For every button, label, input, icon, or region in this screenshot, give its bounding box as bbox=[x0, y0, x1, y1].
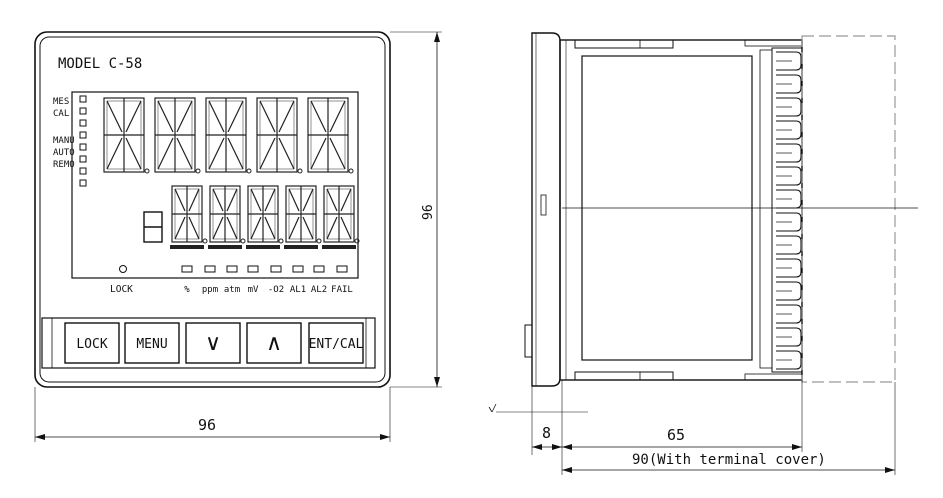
terminal-block bbox=[771, 47, 803, 373]
unit-label: ppm bbox=[202, 285, 218, 295]
panel-button[interactable]: ENT/CAL bbox=[308, 322, 364, 364]
lower-digit bbox=[285, 185, 322, 244]
side-view: 8 65 90(With terminal cover) bbox=[488, 32, 918, 475]
dim-front-label: 8 bbox=[542, 424, 551, 442]
status-led-icon bbox=[79, 131, 87, 139]
model-label: MODEL C-58 bbox=[58, 56, 142, 72]
status-led-icon bbox=[79, 179, 87, 187]
mounting-clips bbox=[574, 39, 803, 381]
side-knob bbox=[524, 324, 533, 358]
unit-label: AL2 bbox=[311, 285, 327, 295]
terminal-screw bbox=[776, 304, 802, 324]
lower-digit-bar bbox=[170, 245, 204, 249]
upper-digit bbox=[103, 97, 150, 174]
lower-digit-bar bbox=[322, 245, 356, 249]
dim-width-label: 96 bbox=[198, 416, 216, 434]
upper-digit bbox=[205, 97, 252, 174]
terminal-screw bbox=[776, 327, 802, 347]
unit-indicator-icon bbox=[204, 265, 216, 273]
panel-button[interactable]: LOCK bbox=[64, 322, 120, 364]
terminal-screw bbox=[776, 258, 802, 278]
terminal-screw bbox=[776, 189, 802, 209]
terminal-screw bbox=[776, 235, 802, 255]
panel-button-label: ∨ bbox=[205, 330, 221, 355]
button-strip bbox=[41, 317, 376, 369]
status-led-icon bbox=[79, 119, 87, 127]
lcd-window bbox=[71, 91, 359, 279]
lock-label: LOCK bbox=[110, 284, 133, 295]
unit-label: -O2 bbox=[268, 285, 284, 295]
upper-digit bbox=[256, 97, 303, 174]
lower-digit bbox=[171, 185, 208, 244]
terminal-screw bbox=[776, 51, 802, 71]
unit-indicator-icon bbox=[270, 265, 282, 273]
status-led-icon bbox=[79, 155, 87, 163]
unit-indicator-icon bbox=[292, 265, 304, 273]
terminal-screw bbox=[776, 212, 802, 232]
unit-indicator-icon bbox=[181, 265, 193, 273]
status-led-label: MANU bbox=[53, 136, 75, 146]
unit-indicator-icon bbox=[313, 265, 325, 273]
lower-digit-bar bbox=[246, 245, 280, 249]
unit-label: % bbox=[184, 285, 190, 295]
panel-button[interactable]: MENU bbox=[124, 322, 180, 364]
small-digit bbox=[143, 211, 163, 243]
lock-indicator-icon bbox=[119, 265, 127, 273]
side-case bbox=[559, 39, 803, 381]
lower-digit-bar bbox=[208, 245, 242, 249]
lower-digit bbox=[323, 185, 360, 244]
dim-total-label: 90(With terminal cover) bbox=[632, 452, 826, 468]
terminal-screw bbox=[776, 350, 802, 370]
status-led-label: REMO bbox=[53, 160, 75, 170]
status-led-icon bbox=[79, 95, 87, 103]
lcd-inner-cut bbox=[71, 192, 358, 279]
terminal-screw bbox=[776, 97, 802, 117]
panel-button-label: MENU bbox=[136, 337, 167, 352]
side-dimension-row: 8 65 90(With terminal cover) bbox=[531, 380, 896, 475]
terminal-screw bbox=[776, 74, 802, 94]
front-panel bbox=[39, 36, 386, 383]
unit-label: FAIL bbox=[331, 285, 353, 295]
front-bezel bbox=[34, 31, 391, 388]
terminal-screw bbox=[776, 143, 802, 163]
status-led-icon bbox=[79, 107, 87, 115]
panel-button[interactable]: ∨ bbox=[185, 322, 241, 364]
unit-indicator-icon bbox=[226, 265, 238, 273]
status-led-icon bbox=[79, 143, 87, 151]
unit-indicator-icon bbox=[336, 265, 348, 273]
status-led-label: MES bbox=[53, 97, 69, 107]
lower-digit bbox=[209, 185, 246, 244]
status-led-icon bbox=[79, 167, 87, 175]
status-led-group: MES CAL MANU AUTO REMO bbox=[53, 95, 87, 187]
dim-body-label: 65 bbox=[667, 426, 685, 444]
lower-digit-row bbox=[170, 185, 360, 249]
upper-digit bbox=[154, 97, 201, 174]
panel-reference-line bbox=[488, 403, 588, 413]
button-group: LOCK MENU ∨ ∧ ENT/CAL bbox=[51, 318, 367, 368]
panel-button[interactable]: ∧ bbox=[246, 322, 302, 364]
terminal-screw bbox=[776, 166, 802, 186]
width-dimension: 96 bbox=[34, 387, 391, 442]
status-led-label: AUTO bbox=[53, 148, 75, 158]
height-dimension: 96 bbox=[390, 31, 442, 388]
upper-digit bbox=[307, 97, 354, 174]
panel-button-label: LOCK bbox=[76, 337, 107, 352]
upper-digit-row bbox=[103, 97, 354, 174]
unit-label: mV bbox=[248, 285, 259, 295]
panel-button-label: ∧ bbox=[266, 330, 282, 355]
dim-height-label: 96 bbox=[421, 204, 436, 220]
unit-indicator-icon bbox=[247, 265, 259, 273]
terminal-screw bbox=[776, 120, 802, 140]
panel-button-label: ENT/CAL bbox=[309, 337, 364, 352]
unit-label: atm bbox=[224, 285, 240, 295]
terminal-cover-outline bbox=[801, 35, 896, 383]
status-led-label: CAL bbox=[53, 109, 69, 119]
lower-digit-bar bbox=[284, 245, 318, 249]
lower-digit bbox=[247, 185, 284, 244]
unit-label: AL1 bbox=[290, 285, 306, 295]
terminal-screw bbox=[776, 281, 802, 301]
